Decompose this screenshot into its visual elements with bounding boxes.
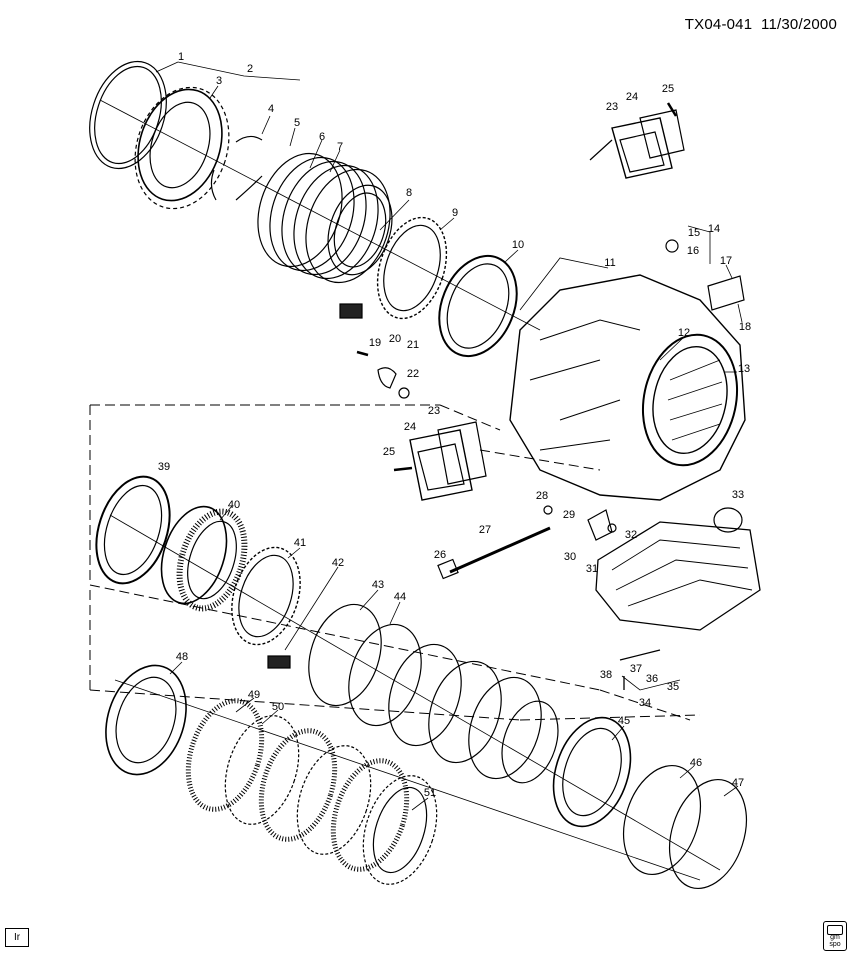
part-9-plate xyxy=(376,216,448,320)
logo-text: gm spo xyxy=(829,934,841,948)
callout-43: 43 xyxy=(372,579,384,591)
callout-32: 32 xyxy=(625,529,637,541)
parts-15-18 xyxy=(665,239,745,311)
leader-lines xyxy=(155,61,743,811)
clutch-pack-6-7 xyxy=(257,152,393,284)
callout-36: 36 xyxy=(646,673,658,685)
callout-28: 28 xyxy=(536,490,548,502)
callout-46: 46 xyxy=(690,757,702,769)
part-1-snap-ring xyxy=(89,60,167,170)
part-42-block xyxy=(267,655,291,669)
upper-cover-23-25 xyxy=(589,102,685,179)
callout-8: 8 xyxy=(406,187,412,199)
callout-24b: 24 xyxy=(404,421,416,433)
callout-17: 17 xyxy=(720,255,732,267)
clutch-pack-43-44 xyxy=(308,603,559,784)
callout-16: 16 xyxy=(687,245,699,257)
corner-badge: Ir xyxy=(5,928,29,947)
callout-41: 41 xyxy=(294,537,306,549)
part-10-ring xyxy=(438,254,518,358)
callout-29: 29 xyxy=(563,509,575,521)
part-41-plate xyxy=(231,546,301,646)
callout-40: 40 xyxy=(228,499,240,511)
callout-6: 6 xyxy=(319,131,325,143)
callout-18: 18 xyxy=(739,321,751,333)
callout-14: 14 xyxy=(708,223,720,235)
lower-dashed-frame xyxy=(89,590,701,721)
callout-2: 2 xyxy=(247,63,253,75)
callout-5: 5 xyxy=(294,117,300,129)
callout-25b: 25 xyxy=(383,446,395,458)
callout-labels: 1 2 3 4 5 6 7 8 9 10 11 12 13 14 15 16 1… xyxy=(158,51,751,799)
callout-15: 15 xyxy=(688,227,700,239)
callout-25a: 25 xyxy=(662,83,674,95)
shaft-parts-26-32 xyxy=(437,505,617,580)
callout-7: 7 xyxy=(337,141,343,153)
drawing-date: 11/30/2000 xyxy=(761,16,837,33)
callout-21: 21 xyxy=(407,339,419,351)
callout-39: 39 xyxy=(158,461,170,473)
part-3-plate xyxy=(137,88,223,202)
callout-11: 11 xyxy=(604,257,615,269)
callout-23a: 23 xyxy=(606,101,618,113)
callout-47: 47 xyxy=(732,777,744,789)
callout-48: 48 xyxy=(176,651,188,663)
callout-19: 19 xyxy=(369,337,381,349)
callout-45: 45 xyxy=(618,715,630,727)
part-4-spring-clips xyxy=(210,135,263,201)
callout-35: 35 xyxy=(667,681,679,693)
part-47-ring xyxy=(669,778,747,890)
callout-20: 20 xyxy=(389,333,401,345)
part-39-ring xyxy=(95,475,171,585)
drawing-id: TX04-041 xyxy=(684,16,753,33)
part-46-ring xyxy=(623,764,701,876)
logo-cap-shape xyxy=(827,925,843,935)
part-45-plate xyxy=(552,716,632,828)
callout-1: 1 xyxy=(178,51,184,63)
callout-51: 51 xyxy=(424,787,436,799)
upper-dashed-frame xyxy=(89,404,691,721)
callout-31: 31 xyxy=(586,563,598,575)
gm-spo-logo: gm spo xyxy=(823,921,847,951)
callout-22: 22 xyxy=(407,368,419,380)
drawing-id-header: TX04-041 11/30/2000 xyxy=(685,16,837,33)
callout-3: 3 xyxy=(216,75,222,87)
part-40-drum xyxy=(160,505,248,612)
callout-50: 50 xyxy=(272,701,284,713)
part-8-block xyxy=(339,303,363,319)
callout-38: 38 xyxy=(600,669,612,681)
callout-4: 4 xyxy=(268,103,274,115)
lower-cover-23-25 xyxy=(393,421,487,501)
callout-42: 42 xyxy=(332,557,344,569)
part-33-plug xyxy=(713,507,743,533)
callout-9: 9 xyxy=(452,207,458,219)
callout-33: 33 xyxy=(732,489,744,501)
callout-44: 44 xyxy=(394,591,406,603)
axis-lines xyxy=(99,99,721,881)
callout-13: 13 xyxy=(738,363,750,375)
callout-26: 26 xyxy=(434,549,446,561)
callout-34: 34 xyxy=(639,697,651,709)
callout-30: 30 xyxy=(564,551,576,563)
part-48-plate xyxy=(105,664,187,776)
clutch-pack-49-51 xyxy=(185,698,438,885)
valve-body xyxy=(595,521,761,690)
callout-12: 12 xyxy=(678,327,690,339)
parts-19-22 xyxy=(356,350,410,399)
callout-10: 10 xyxy=(512,239,524,251)
part-11-transmission-case xyxy=(509,274,746,501)
callout-49: 49 xyxy=(248,689,260,701)
callout-24a: 24 xyxy=(626,91,638,103)
callout-23b: 23 xyxy=(428,405,440,417)
callout-27: 27 xyxy=(479,524,491,536)
callout-37: 37 xyxy=(630,663,642,675)
